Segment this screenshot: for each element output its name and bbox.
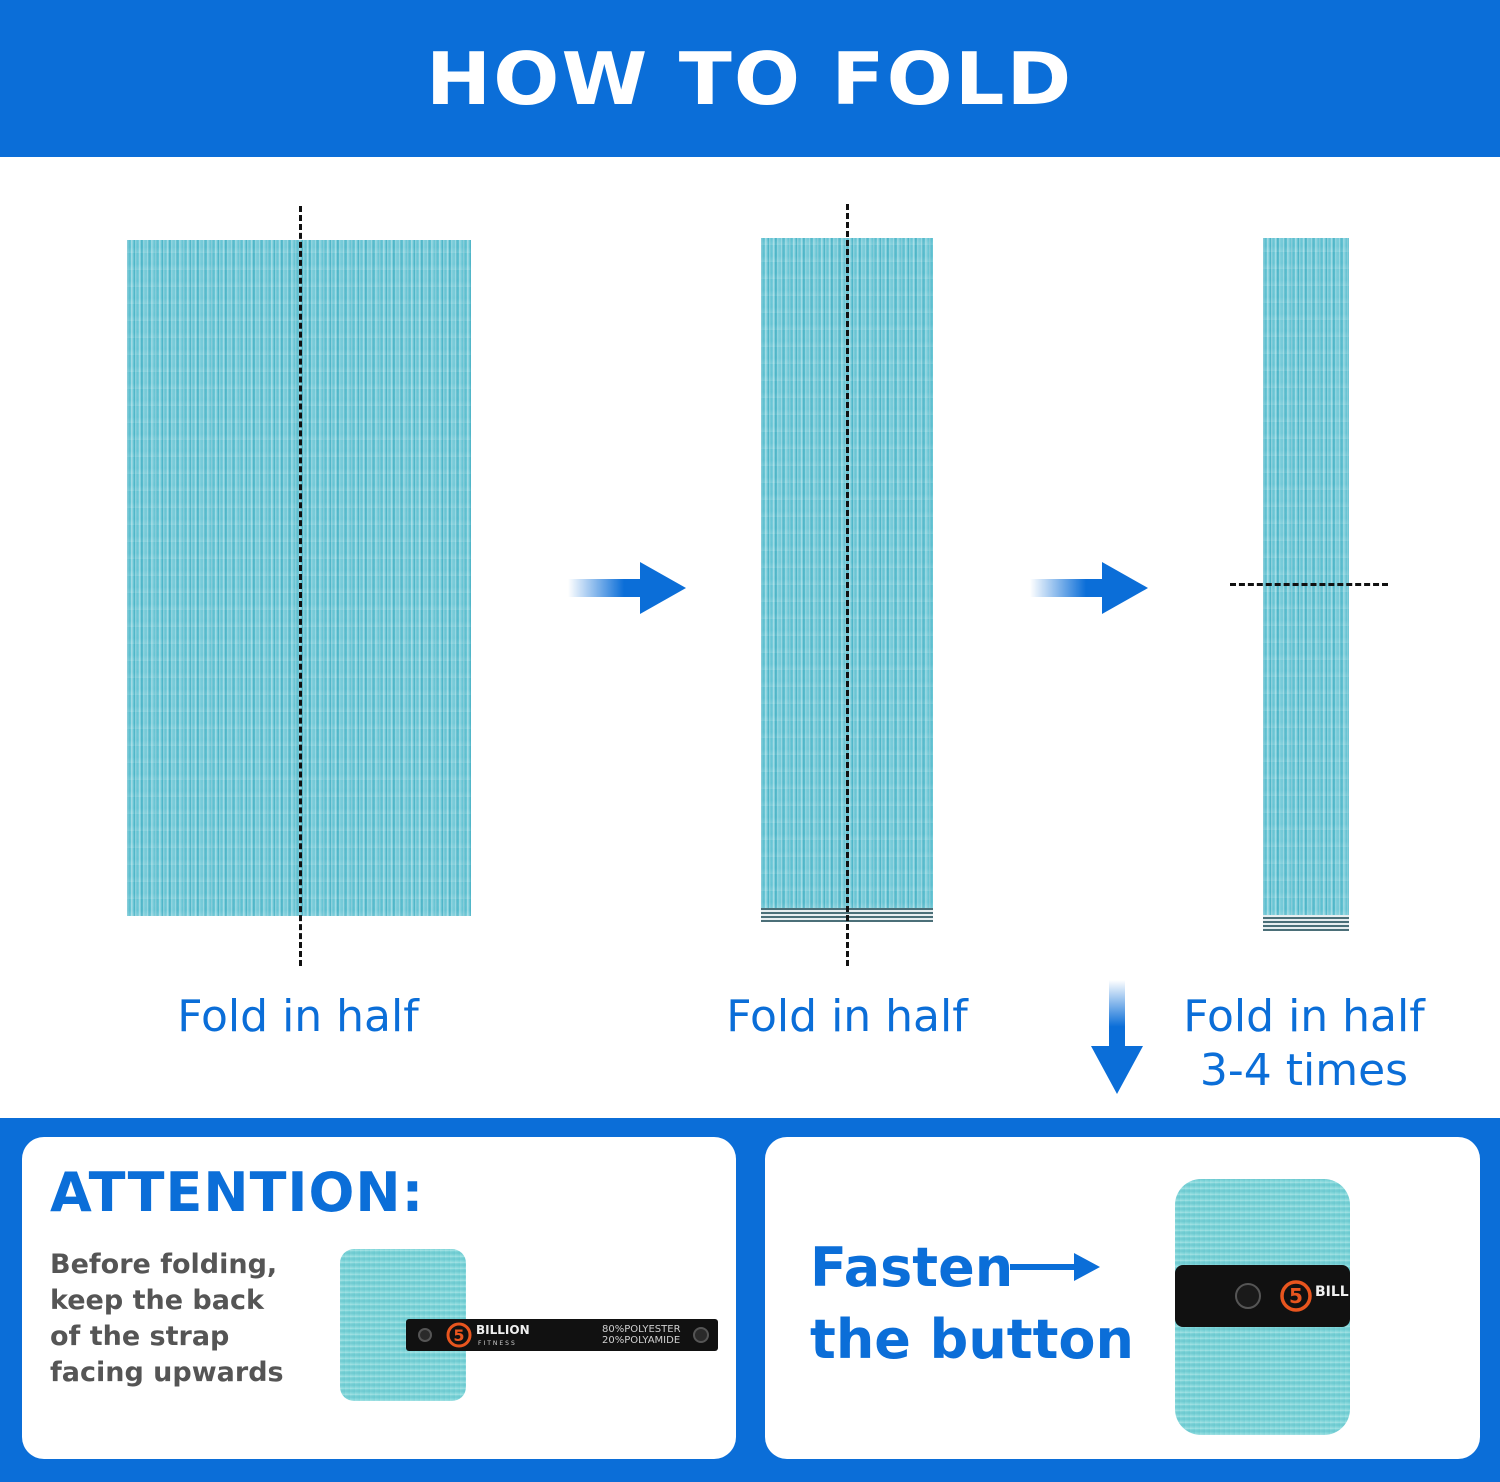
- step-1-label: Fold in half: [177, 991, 419, 1042]
- attention-card: ATTENTION: Before folding, keep the back…: [22, 1137, 736, 1459]
- attention-line: facing upwards: [50, 1357, 284, 1388]
- strap-brand-sub: FITNESS: [478, 1340, 517, 1347]
- step-3-label: Fold in half 3-4 times: [1154, 990, 1454, 1098]
- strap: 5 BILL: [1175, 1265, 1350, 1327]
- logo-5-icon: 5: [1280, 1280, 1312, 1312]
- page-title: HOW TO FOLD: [426, 36, 1074, 121]
- strap: 5 BILLION FITNESS 80%POLYESTER 20%POLYAM…: [406, 1319, 718, 1351]
- fold-line-horizontal: [1230, 583, 1388, 586]
- arrow-right-icon: [1010, 1253, 1100, 1281]
- step-3-label-line2: 3-4 times: [1199, 1045, 1409, 1096]
- fasten-text: Fasten the button: [810, 1232, 1134, 1376]
- strap-label-2: 20%POLYAMIDE: [602, 1335, 681, 1346]
- snap-button: [693, 1327, 709, 1343]
- bottom-band: ATTENTION: Before folding, keep the back…: [0, 1118, 1500, 1482]
- arrow-right-icon: [568, 562, 686, 614]
- arrow-right-icon: [1030, 562, 1148, 614]
- attention-line: Before folding,: [50, 1249, 278, 1280]
- snap-button: [1235, 1283, 1261, 1309]
- snap-button: [418, 1328, 432, 1342]
- fasten-line2: the button: [810, 1308, 1134, 1371]
- arrow-down-icon: [1091, 980, 1143, 1094]
- strap-brand: BILLION: [476, 1323, 530, 1337]
- logo-digit: 5: [1289, 1284, 1303, 1308]
- attention-line: keep the back: [50, 1285, 264, 1316]
- fasten-line1: Fasten: [810, 1236, 1014, 1299]
- attention-title: ATTENTION:: [50, 1161, 425, 1224]
- logo-5-icon: 5: [446, 1322, 472, 1348]
- fasten-card: Fasten the button 5 BILL: [765, 1137, 1480, 1459]
- header-banner: HOW TO FOLD: [0, 0, 1500, 157]
- strap-label-1: 80%POLYESTER: [602, 1324, 681, 1335]
- logo-digit: 5: [453, 1326, 464, 1345]
- towel-hem: [1263, 915, 1349, 931]
- fold-line-vertical-2: [846, 204, 849, 966]
- step-3-label-line1: Fold in half: [1183, 991, 1425, 1042]
- towel-quarter: [1263, 238, 1349, 931]
- fold-line-vertical-1: [299, 206, 302, 966]
- step-2-label: Fold in half: [726, 991, 968, 1042]
- strap-brand: BILL: [1315, 1284, 1349, 1300]
- attention-text: Before folding, keep the back of the str…: [50, 1247, 310, 1391]
- attention-line: of the strap: [50, 1321, 230, 1352]
